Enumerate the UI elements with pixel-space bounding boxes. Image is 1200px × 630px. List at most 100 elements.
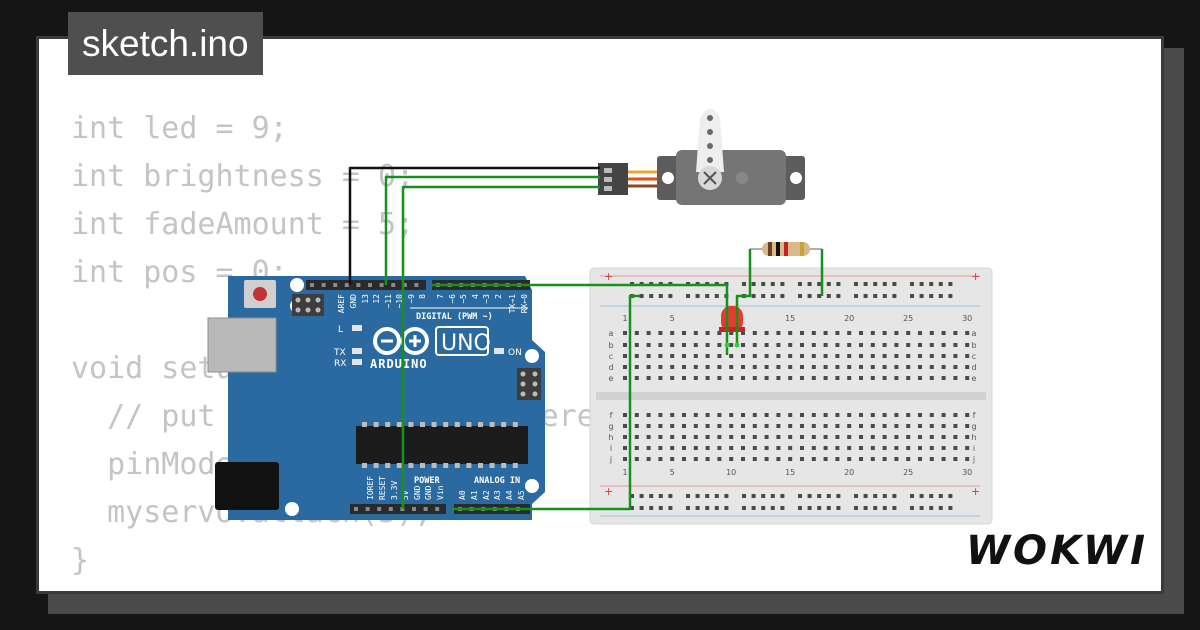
wire-pin9-led[interactable]	[432, 283, 729, 355]
pin-label: ~9	[407, 294, 416, 304]
column-number: 20	[844, 314, 854, 323]
column-number: 1	[622, 314, 627, 323]
column-number: 30	[962, 468, 972, 477]
servo-motor[interactable]	[598, 109, 805, 205]
model-label: UNO	[441, 331, 491, 356]
rail-plus-bottom-left: +	[604, 485, 613, 498]
wokwi-logo: WOKWI	[965, 528, 1148, 574]
pin-label: ~3	[482, 294, 491, 304]
row-letter: b	[971, 341, 976, 350]
row-letter: f	[973, 411, 976, 420]
row-letter: d	[971, 363, 976, 372]
power-header-label: POWER	[414, 476, 440, 486]
pin-label: GND	[349, 294, 358, 309]
column-number: 15	[785, 314, 795, 323]
row-letter: j	[972, 455, 975, 464]
servo-horn[interactable]	[696, 109, 724, 172]
mount-hole	[525, 349, 539, 363]
microcontroller-chip	[356, 422, 528, 468]
icsp-header-2	[517, 368, 541, 400]
row-letter: e	[972, 374, 977, 383]
wire-gnd-servo[interactable]	[348, 166, 600, 285]
code-line: int led = 9;	[71, 111, 288, 146]
row-letter: j	[609, 455, 612, 464]
breadboard[interactable]: 115510101515202025253030aabbccddeeffgghh…	[589, 267, 993, 525]
row-letter: i	[610, 444, 612, 453]
column-number: 30	[962, 314, 972, 323]
led-on-label: ON	[508, 348, 522, 358]
pin-label: AREF	[337, 294, 346, 313]
pin-label: 3.3V	[390, 481, 399, 500]
row-letter: g	[971, 422, 976, 431]
wire-gnd-breadboard[interactable]	[452, 294, 640, 511]
led-on-indicator	[494, 348, 504, 354]
pin-label: 4	[471, 294, 480, 299]
wire-resistor-led[interactable]	[735, 249, 752, 345]
wires[interactable]	[348, 166, 824, 511]
digital-header-left[interactable]	[306, 280, 426, 290]
pin-label: A3	[493, 490, 502, 500]
led-rx-label: RX	[334, 359, 346, 369]
mount-hole	[285, 502, 299, 516]
file-tab[interactable]: sketch.ino	[68, 12, 263, 75]
power-jack	[215, 462, 279, 510]
pin-label: 8	[418, 294, 427, 299]
icsp-header	[292, 294, 324, 316]
wire-pin3-servo[interactable]	[384, 175, 600, 285]
mount-hole	[525, 479, 539, 493]
column-number: 20	[844, 468, 854, 477]
column-number: 1	[622, 468, 627, 477]
row-letter: g	[608, 422, 613, 431]
usb-connector	[207, 317, 277, 373]
row-letter: h	[971, 433, 976, 442]
uno-badge	[435, 326, 489, 356]
led-tx-indicator	[352, 348, 362, 354]
rail-plus-top-right: +	[971, 270, 980, 283]
pin-label: RX←0	[520, 294, 529, 313]
pin-label: A0	[458, 490, 467, 500]
analog-header-label: ANALOG IN	[474, 476, 520, 486]
led-tx-label: TX	[333, 348, 346, 358]
pin-label: ~10	[395, 294, 404, 309]
reset-button-cap[interactable]	[253, 287, 267, 301]
column-number: 25	[903, 314, 913, 323]
power-header[interactable]	[350, 504, 446, 514]
pin-label: RESET	[378, 476, 387, 500]
column-number: 5	[670, 314, 675, 323]
row-letter: h	[608, 433, 613, 442]
code-line: }	[71, 543, 90, 578]
row-letter: d	[608, 363, 613, 372]
row-letter: c	[972, 352, 976, 361]
brand-label: ARDUINO	[370, 357, 428, 371]
row-letter: a	[609, 329, 614, 338]
column-number: 25	[903, 468, 913, 477]
row-letter: a	[972, 329, 977, 338]
pin-label: A1	[470, 490, 479, 500]
row-letter: i	[973, 444, 975, 453]
pin-label: TX→1	[508, 294, 517, 313]
pin-label: GND	[424, 485, 433, 500]
wire-5v-servo[interactable]	[401, 185, 600, 509]
pin-label: 5V	[401, 490, 410, 500]
pin-label: ~5	[459, 294, 468, 304]
pin-label: 7	[436, 294, 445, 299]
row-letter: b	[608, 341, 613, 350]
pin-label: GND	[413, 485, 422, 500]
breadboard-holes[interactable]	[623, 282, 970, 510]
code-line: int fadeAmount = 5;	[71, 207, 415, 242]
pin-label: A5	[517, 490, 526, 500]
pin-label: 12	[372, 294, 381, 304]
servo-connector	[598, 163, 628, 195]
pin-label: A4	[505, 490, 514, 500]
code-line: int brightness = 0;	[71, 159, 415, 194]
pin-label: ~11	[384, 294, 393, 309]
pin-label: ~6	[448, 294, 457, 304]
rail-plus-bottom-right: +	[971, 485, 980, 498]
row-letter: c	[609, 352, 613, 361]
resistor[interactable]	[750, 242, 822, 256]
column-number: 5	[670, 468, 675, 477]
column-number: 10	[726, 468, 736, 477]
digital-header-label: DIGITAL (PWM ~)	[416, 312, 493, 322]
